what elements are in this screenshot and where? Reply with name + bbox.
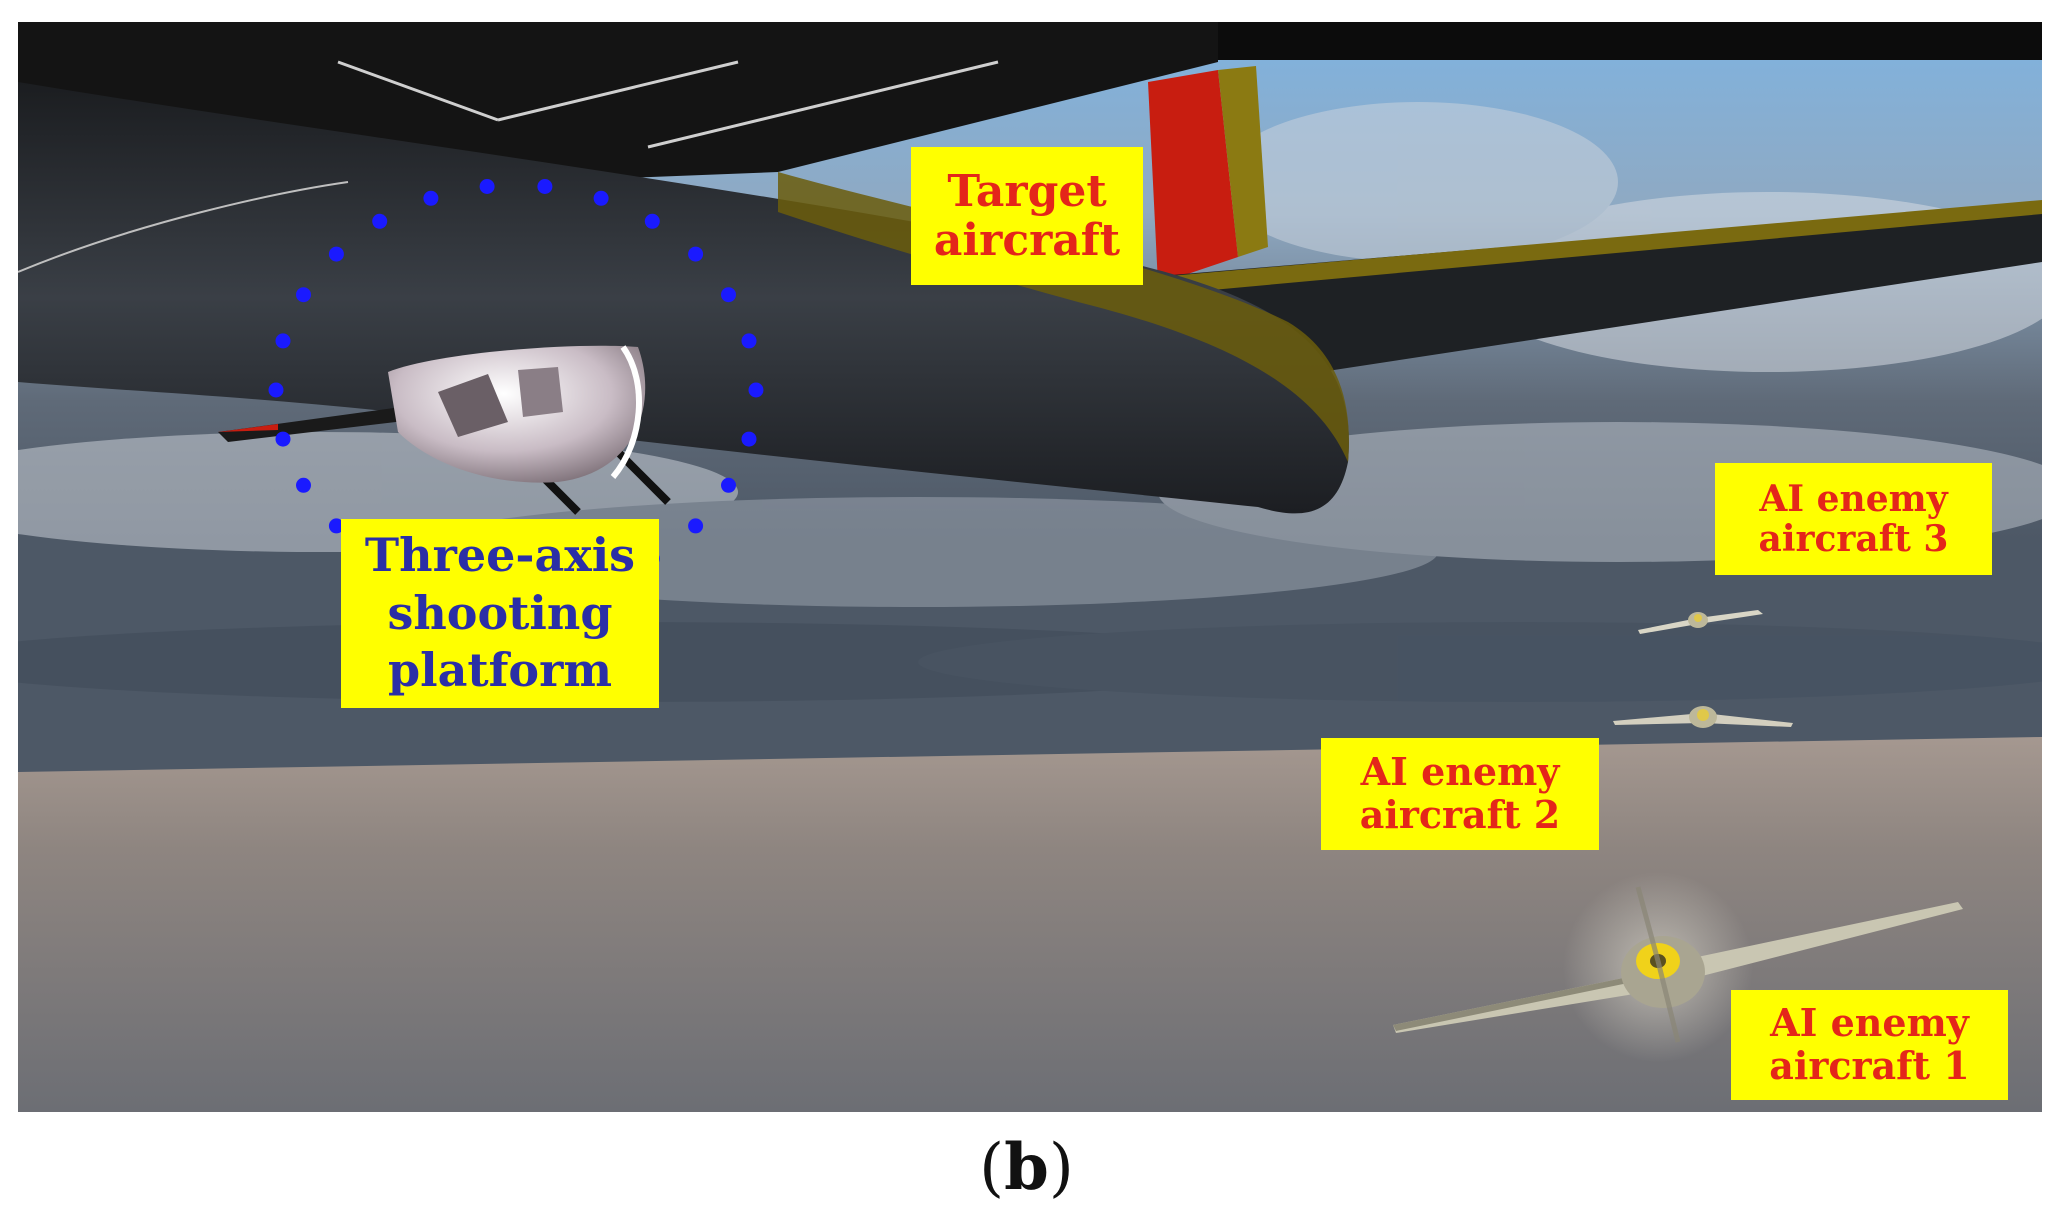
ring-dot — [479, 179, 495, 194]
caption-letter: b — [1004, 1130, 1049, 1205]
ring-dot — [296, 477, 311, 493]
ring-dot — [688, 246, 704, 262]
enemy-aircraft-2-label-line2: aircraft 2 — [1359, 792, 1561, 837]
enemy-aircraft-1-label-line2: aircraft 1 — [1769, 1043, 1970, 1088]
ring-dot — [328, 518, 344, 534]
enemy-aircraft-1-model — [1393, 872, 1963, 1062]
enemy-aircraft-2-label-line1: AI enemy — [1360, 749, 1560, 795]
enemy-aircraft-3-label-line1: AI enemy — [1759, 477, 1948, 520]
shooting-platform-label-line3: platform — [387, 643, 613, 698]
game-viewport: Target aircraft Three-axis shooting plat… — [18, 22, 2042, 1112]
enemy-aircraft-3-label: AI enemy aircraft 3 — [1715, 463, 1992, 575]
enemy-aircraft-2-label: AI enemy aircraft 2 — [1321, 738, 1599, 850]
ring-dot — [741, 431, 757, 447]
ring-dot — [372, 213, 388, 229]
shooting-platform-label: Three-axis shooting platform — [341, 519, 659, 708]
caption-open-paren: ( — [979, 1131, 1005, 1205]
ring-dot — [275, 431, 291, 447]
enemy-aircraft-2-model — [1613, 706, 1793, 728]
figure-caption: (b) — [0, 1130, 2053, 1210]
ring-dot — [688, 518, 704, 534]
ring-dot — [537, 179, 553, 194]
enemy-aircraft-3-model — [1638, 610, 1763, 634]
target-aircraft-label-line2: aircraft — [933, 215, 1121, 266]
ring-dot — [748, 382, 764, 398]
ring-dot — [296, 287, 311, 303]
shooting-platform-turret — [388, 345, 671, 515]
shooting-platform-label-line2: shooting — [387, 585, 613, 640]
ring-dot — [721, 287, 736, 303]
ring-dot — [423, 190, 439, 206]
target-aircraft-label-line1: Target — [947, 165, 1107, 217]
ring-dot — [644, 213, 660, 229]
ring-dot — [328, 246, 344, 262]
ring-dot — [593, 190, 609, 206]
enemy-aircraft-1-label: AI enemy aircraft 1 — [1731, 990, 2008, 1100]
ring-dot — [275, 333, 291, 349]
target-aircraft-label: Target aircraft — [911, 147, 1143, 285]
enemy-aircraft-1-label-line1: AI enemy — [1770, 1000, 1969, 1046]
shooting-platform-label-line1: Three-axis — [364, 528, 636, 583]
ring-dot — [268, 382, 284, 398]
ring-dot — [721, 477, 736, 493]
ring-dot — [741, 333, 757, 349]
caption-close-paren: ) — [1048, 1131, 1074, 1205]
enemy-aircraft-3-label-line2: aircraft 3 — [1758, 518, 1949, 560]
